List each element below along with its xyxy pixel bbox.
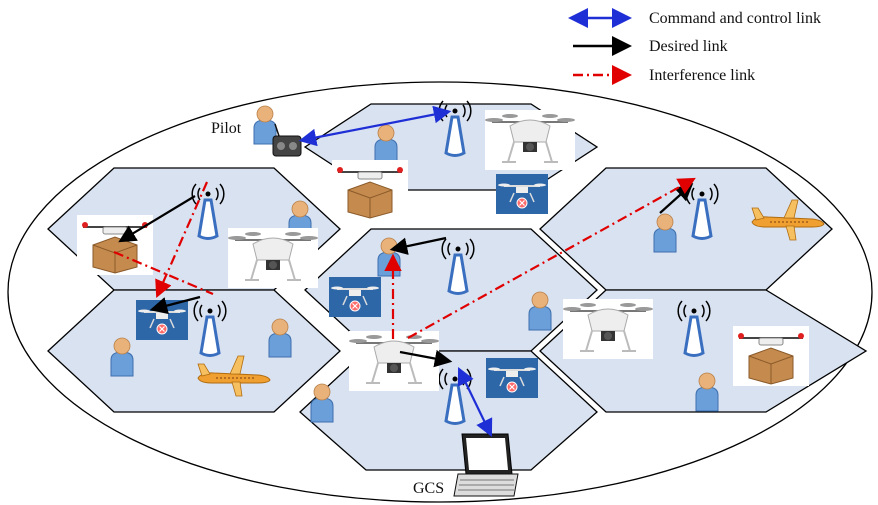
user-person-icon bbox=[653, 213, 677, 253]
desired-link bbox=[118, 195, 196, 243]
remote-controller-icon bbox=[272, 123, 302, 157]
restricted-drone-icon bbox=[495, 173, 549, 215]
delivery-drone-icon bbox=[331, 159, 409, 221]
interference-link bbox=[113, 250, 214, 296]
quadcopter-drone-icon bbox=[348, 330, 440, 392]
command-control-links bbox=[298, 105, 493, 437]
user-person-icon bbox=[310, 383, 334, 423]
restricted-drone-icon bbox=[485, 357, 539, 399]
legend-interference-label: Interference link bbox=[649, 67, 755, 84]
legend: Command and control link Desired link In… bbox=[568, 8, 821, 85]
user-person-icon bbox=[695, 372, 719, 412]
restricted-drone-icon bbox=[328, 276, 382, 318]
quadcopter-drone-icon bbox=[562, 298, 654, 360]
user-person-icon bbox=[374, 124, 398, 164]
desired-link bbox=[149, 295, 201, 315]
desired-link bbox=[389, 236, 447, 255]
legend-desired-label: Desired link bbox=[649, 38, 728, 55]
user-person-icon bbox=[268, 318, 292, 358]
user-person-icon bbox=[528, 291, 552, 331]
desired-link bbox=[399, 349, 453, 368]
delivery-drone-icon bbox=[76, 214, 154, 276]
user-person-icon bbox=[377, 237, 401, 277]
command-link-gcs bbox=[457, 367, 493, 437]
interference-link bbox=[155, 181, 209, 299]
gcs-label: GCS bbox=[413, 480, 444, 497]
command-link-pilot bbox=[298, 105, 452, 147]
laptop-icon bbox=[453, 433, 519, 497]
interference-links bbox=[113, 177, 696, 339]
delivery-drone-icon bbox=[732, 325, 810, 387]
user-person-icon bbox=[110, 337, 134, 377]
pilot-label: Pilot bbox=[211, 120, 242, 137]
quadcopter-drone-icon bbox=[484, 109, 576, 171]
quadcopter-drone-icon bbox=[227, 227, 319, 289]
legend-command-label: Command and control link bbox=[649, 10, 821, 27]
interference-link bbox=[407, 177, 696, 339]
